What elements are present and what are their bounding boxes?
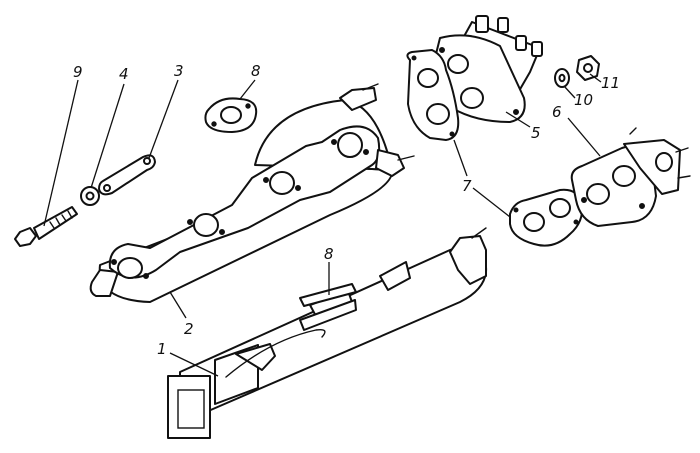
callout-9: 9	[73, 63, 83, 81]
callout-6: 6	[552, 103, 562, 121]
callout-2: 2	[184, 320, 194, 338]
flat-gasket-middle	[299, 283, 357, 307]
callout-3: 3	[174, 62, 184, 80]
bolt	[14, 206, 78, 247]
callout-4: 4	[119, 65, 129, 83]
washer-4	[80, 186, 100, 206]
callout-10: 10	[574, 91, 593, 109]
rear-exhaust-manifold	[570, 127, 691, 227]
left-exhaust-manifold	[89, 83, 415, 303]
right-exhaust-manifold	[431, 15, 543, 123]
nut	[576, 55, 600, 81]
callout-7: 7	[462, 177, 472, 195]
callout-8-top: 8	[251, 62, 261, 80]
callouts: 9 4 3 8 2 1 8 5 7 6 10 11	[73, 62, 620, 358]
leader-lines	[43, 73, 602, 377]
callout-11: 11	[601, 74, 620, 92]
tab-washer	[98, 154, 156, 196]
callout-1: 1	[157, 340, 167, 358]
callout-5: 5	[531, 124, 541, 142]
four-port-gasket	[406, 49, 460, 141]
washer-10	[554, 68, 570, 88]
callout-8-middle: 8	[324, 245, 334, 263]
two-port-gasket	[509, 188, 584, 247]
small-gasket-top	[204, 97, 258, 133]
intake-manifold	[167, 227, 488, 439]
